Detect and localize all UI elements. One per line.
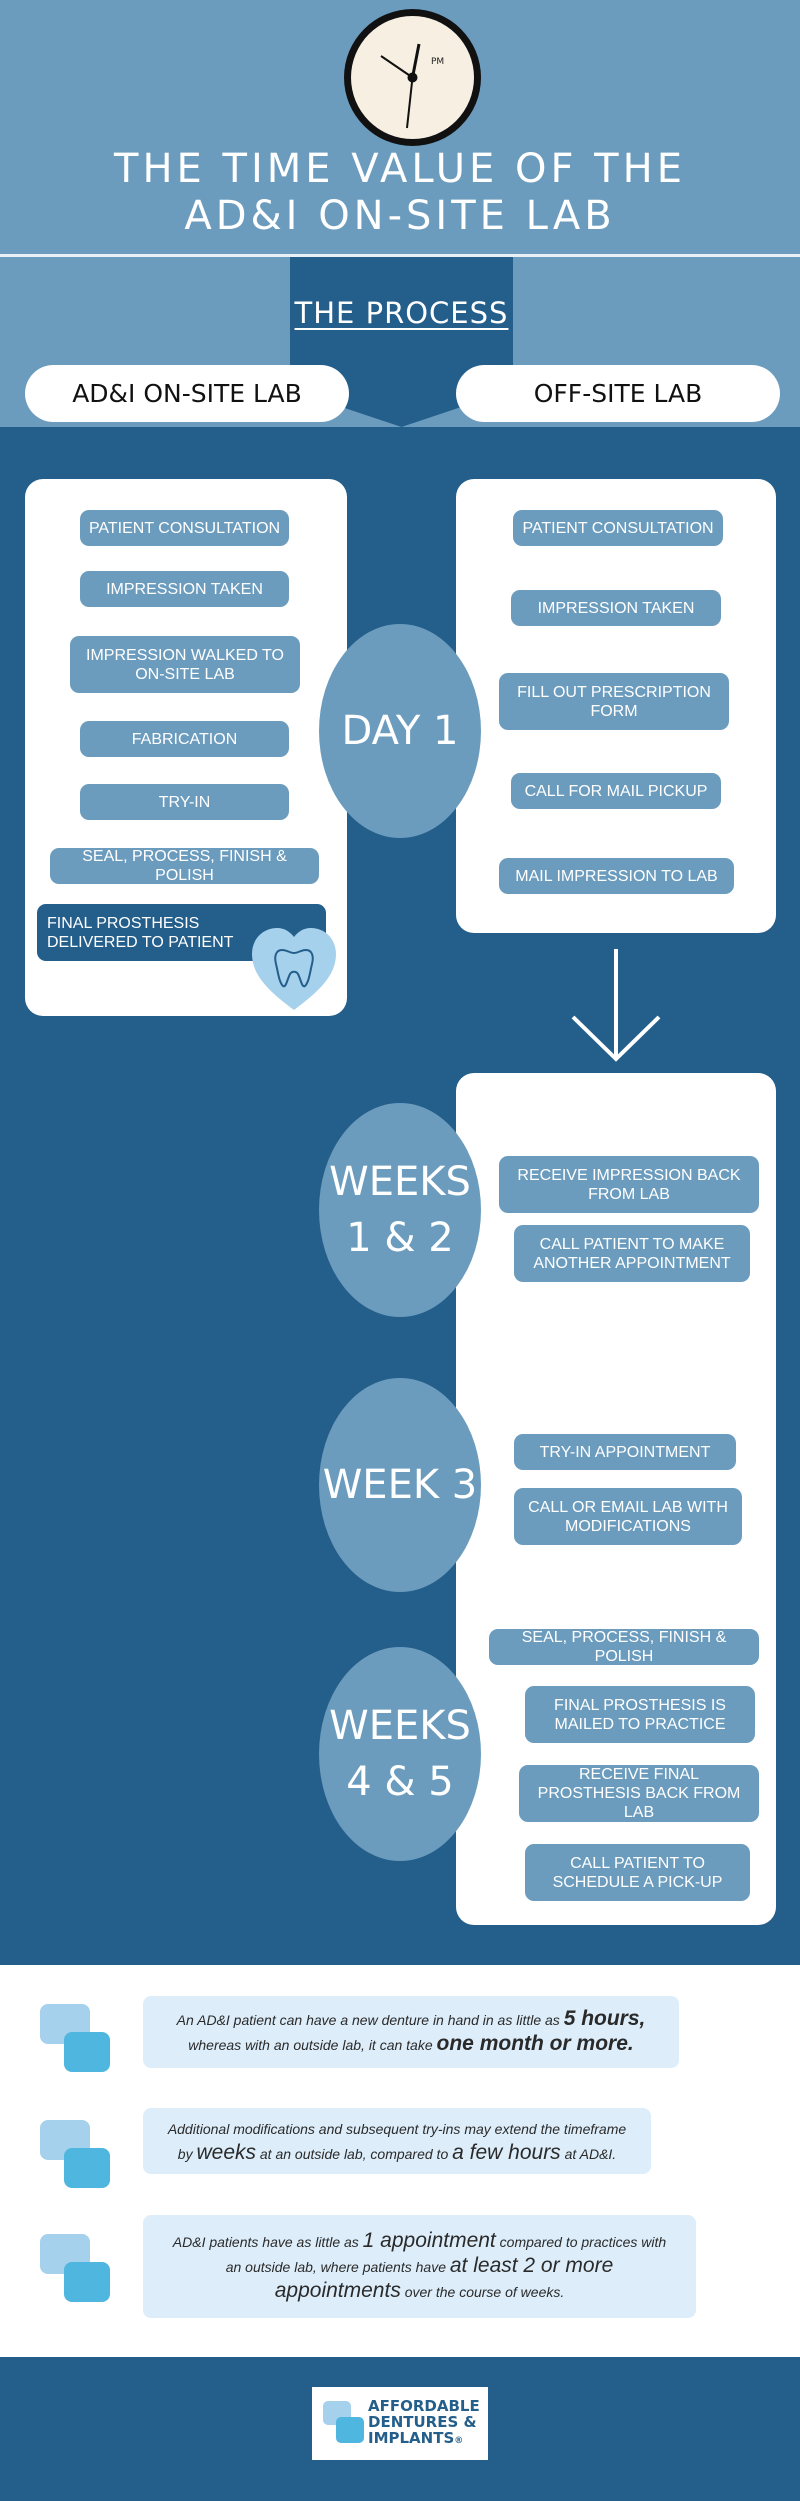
- timeline-day1-label: DAY 1: [341, 708, 459, 754]
- onsite-step: FABRICATION: [80, 721, 289, 757]
- fact-highlight: weeks: [196, 2140, 256, 2164]
- fact-highlight: one month or more.: [436, 2032, 634, 2055]
- fact-box-1: An AD&I patient can have a new denture i…: [143, 1996, 679, 2068]
- offsite-step: FINAL PROSTHESIS IS MAILED TO PRACTICE: [525, 1686, 755, 1743]
- process-heading: THE PROCESS: [294, 296, 509, 330]
- offsite-step: CALL PATIENT TO SCHEDULE A PICK-UP: [525, 1844, 750, 1901]
- fact-text: An AD&I patient can have a new denture i…: [176, 2012, 564, 2028]
- speech-bubbles-icon: [40, 2120, 110, 2188]
- timeline-day1: DAY 1: [319, 624, 481, 838]
- fact-text: Additional modifications and subsequent …: [167, 2120, 627, 2137]
- offsite-step: CALL OR EMAIL LAB WITH MODIFICATIONS: [514, 1488, 742, 1545]
- fact-text: AD&I patients have as little as: [172, 2234, 363, 2250]
- fact-highlight: at least 2 or more: [449, 2254, 614, 2277]
- offsite-step: RECEIVE FINAL PROSTHESIS BACK FROM LAB: [519, 1765, 759, 1822]
- header-divider: [0, 254, 800, 257]
- timeline-weeks-1-2: WEEKS 1 & 2: [319, 1103, 481, 1317]
- column-header-offsite: OFF-SITE LAB: [456, 365, 780, 422]
- offsite-step: CALL PATIENT TO MAKE ANOTHER APPOINTMENT: [514, 1225, 750, 1282]
- clock-hands-icon: [380, 43, 421, 129]
- offsite-step: IMPRESSION TAKEN: [511, 590, 721, 626]
- fact-text: over the course of weeks.: [400, 2284, 565, 2300]
- fact-box-2: Additional modifications and subsequent …: [143, 2108, 651, 2174]
- fact-text: at an outside lab, compared to: [256, 2145, 453, 2162]
- logo-bubbles-icon: [323, 2401, 364, 2443]
- fact-highlight: appointments: [274, 2279, 401, 2302]
- fact-text: an outside lab, where patients have: [225, 2259, 450, 2275]
- onsite-step: IMPRESSION TAKEN: [80, 571, 289, 607]
- page-title: THE TIME VALUE OF THE AD&I ON-SITE LAB: [0, 146, 800, 240]
- logo-line: AFFORDABLE: [368, 2397, 480, 2415]
- fact-box-3: AD&I patients have as little as 1 appoin…: [143, 2215, 696, 2318]
- offsite-step: MAIL IMPRESSION TO LAB: [499, 858, 734, 894]
- title-line-1: THE TIME VALUE OF THE: [114, 146, 686, 192]
- title-line-2: AD&I ON-SITE LAB: [184, 193, 616, 239]
- offsite-step: FILL OUT PRESCRIPTION FORM: [499, 673, 729, 730]
- speech-bubbles-icon: [40, 2004, 110, 2072]
- onsite-step: TRY-IN: [80, 784, 289, 820]
- offsite-step: TRY-IN APPOINTMENT: [514, 1434, 736, 1470]
- timeline-weeks-4-5: WEEKS 4 & 5: [319, 1647, 481, 1861]
- timeline-label: 4 & 5: [346, 1759, 454, 1805]
- logo-wordmark: AFFORDABLE DENTURES & IMPLANTS®: [368, 2398, 483, 2449]
- offsite-step: PATIENT CONSULTATION: [513, 510, 723, 546]
- timeline-label: WEEK 3: [322, 1462, 478, 1508]
- fact-text: by: [177, 2145, 197, 2162]
- onsite-step: SEAL, PROCESS, FINISH & POLISH: [50, 848, 319, 884]
- offsite-step: RECEIVE IMPRESSION BACK FROM LAB: [499, 1156, 759, 1213]
- fact-highlight: 1 appointment: [362, 2229, 496, 2252]
- fact-highlight: a few hours: [452, 2140, 561, 2164]
- offsite-step: CALL FOR MAIL PICKUP: [511, 773, 721, 809]
- fact-text: at AD&I.: [560, 2145, 617, 2162]
- tooth-heart-icon: [252, 928, 336, 1010]
- fact-highlight: 5 hours,: [563, 2007, 646, 2030]
- logo-line: IMPLANTS: [368, 2429, 455, 2447]
- clock-pm-label: PM: [431, 57, 445, 67]
- offsite-step: SEAL, PROCESS, FINISH & POLISH: [489, 1629, 759, 1665]
- timeline-week-3: WEEK 3: [319, 1378, 481, 1592]
- column-header-onsite: AD&I ON-SITE LAB: [25, 365, 349, 422]
- onsite-step: PATIENT CONSULTATION: [80, 510, 289, 546]
- fact-text: compared to practices with: [495, 2234, 667, 2250]
- logo-registered-mark: ®: [454, 2436, 464, 2446]
- timeline-label: WEEKS: [329, 1159, 471, 1205]
- arrow-down-icon: [571, 949, 661, 1062]
- fact-text: whereas with an outside lab, it can take: [188, 2037, 437, 2053]
- onsite-step: IMPRESSION WALKED TO ON-SITE LAB: [70, 636, 300, 693]
- timeline-label: 1 & 2: [346, 1215, 454, 1261]
- speech-bubbles-icon: [40, 2234, 110, 2302]
- timeline-label: WEEKS: [329, 1703, 471, 1749]
- logo-line: DENTURES &: [368, 2413, 477, 2431]
